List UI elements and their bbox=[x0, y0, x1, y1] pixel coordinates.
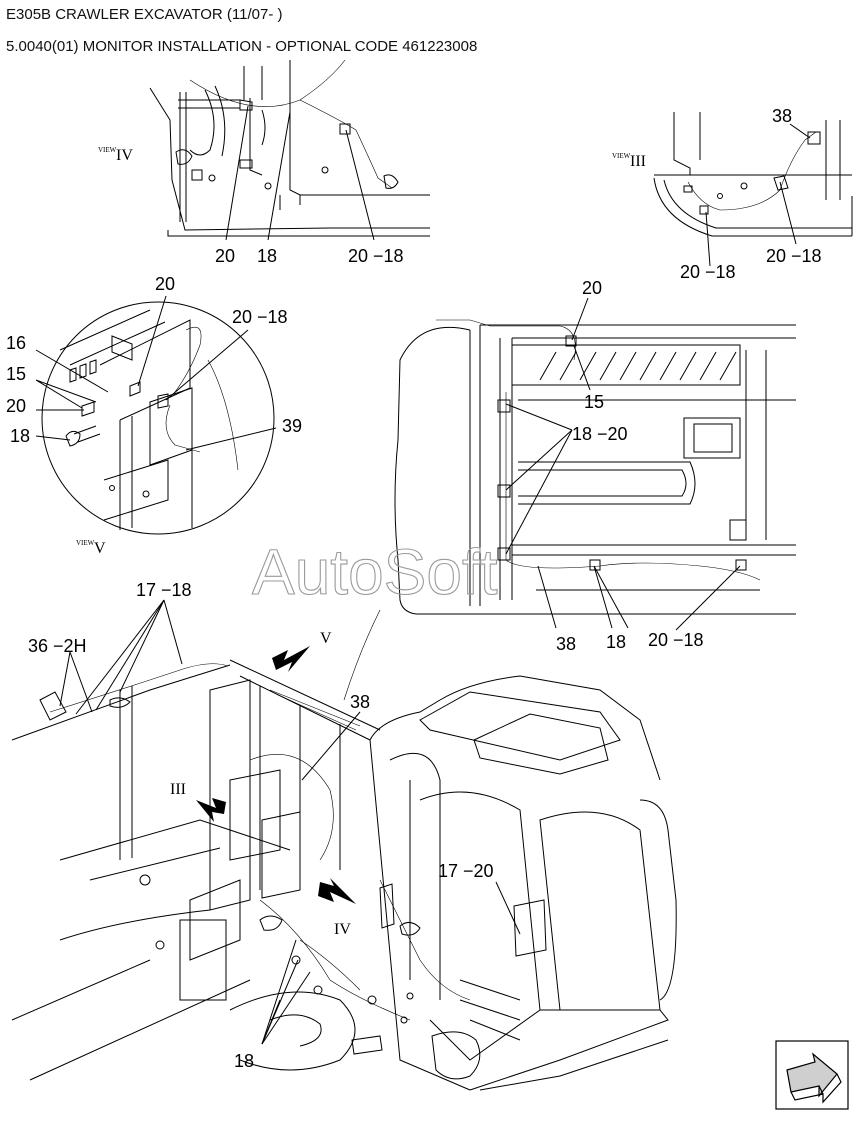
main-isometric-view bbox=[11, 599, 677, 1091]
view-v-label: V bbox=[94, 540, 106, 557]
page-subtitle: 5.0040(01) MONITOR INSTALLATION - OPTION… bbox=[6, 38, 478, 55]
detail-view-iv bbox=[149, 59, 430, 241]
page-title: E305B CRAWLER EXCAVATOR (11/07- ) bbox=[6, 6, 283, 23]
callout-15-panel: 15 bbox=[584, 392, 604, 412]
callout-18-panel: 18 bbox=[606, 632, 626, 652]
view-iv-marker: IV bbox=[334, 921, 351, 938]
view-v-marker: V bbox=[320, 630, 332, 647]
detail-view-iii bbox=[653, 112, 853, 267]
callout-20-view-v-top: 20 bbox=[155, 274, 175, 294]
view-iii-marker: III bbox=[170, 781, 186, 798]
callout-20-18-panel: 20 −18 bbox=[648, 630, 704, 650]
callout-17-18: 17 −18 bbox=[136, 580, 192, 600]
callout-18-main: 18 bbox=[234, 1051, 254, 1071]
callout-18-view-v: 18 bbox=[10, 426, 30, 446]
next-page-button[interactable] bbox=[775, 1040, 849, 1110]
view-v-prefix: VIEW bbox=[76, 539, 95, 547]
callout-20-18-view-v: 20 −18 bbox=[232, 307, 288, 327]
callout-15-view-v: 15 bbox=[6, 364, 26, 384]
callout-36-2h: 36 −2H bbox=[28, 636, 87, 656]
watermark: AutoSoft bbox=[252, 536, 498, 608]
view-iv-label: IV bbox=[116, 147, 133, 164]
callout-39: 39 bbox=[282, 416, 302, 436]
view-iii-prefix: VIEW bbox=[612, 152, 631, 160]
view-iv-prefix: VIEW bbox=[98, 146, 117, 154]
callout-18-view-iv: 18 bbox=[257, 246, 277, 266]
view-iii-label: III bbox=[630, 153, 646, 170]
callout-17-20: 17 −20 bbox=[438, 861, 494, 881]
callout-38-main: 38 bbox=[350, 692, 370, 712]
detail-cab-rear-panel bbox=[394, 297, 796, 631]
callout-38-view-iii: 38 bbox=[772, 106, 792, 126]
callout-20-18-view-iii-left: 20 −18 bbox=[680, 262, 736, 282]
callout-20-view-iv: 20 bbox=[215, 246, 235, 266]
callout-20-view-v-left: 20 bbox=[6, 396, 26, 416]
callout-38-panel: 38 bbox=[556, 634, 576, 654]
arrow-right-down-icon bbox=[775, 1040, 849, 1110]
callout-20-18-view-iii-right: 20 −18 bbox=[766, 246, 822, 266]
callout-18-20: 18 −20 bbox=[572, 424, 628, 444]
callout-16: 16 bbox=[6, 333, 26, 353]
callout-20-panel: 20 bbox=[582, 278, 602, 298]
detail-view-v bbox=[35, 295, 277, 535]
callout-20-18-view-iv: 20 −18 bbox=[348, 246, 404, 266]
